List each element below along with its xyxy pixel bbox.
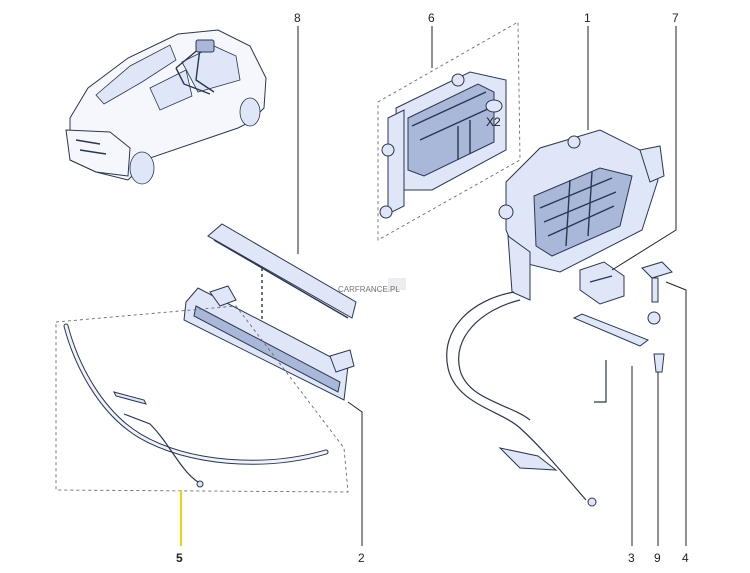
leader-lines xyxy=(180,26,687,546)
watermark-text: CARFRANCE.PL xyxy=(338,285,400,294)
part-5-dashed-frame xyxy=(55,305,349,493)
leader-line-4 xyxy=(665,281,687,546)
callout-part-2[interactable]: 2 xyxy=(358,551,365,565)
part-6-bracket-group: X2 xyxy=(377,21,521,241)
part-5-cable-kit xyxy=(55,305,349,493)
part-1-control-unit xyxy=(498,129,665,301)
part-3-cable xyxy=(446,291,607,507)
qty-note-x2: X2 xyxy=(486,115,501,129)
callout-part-5[interactable]: 5 xyxy=(176,551,183,565)
callout-part-8[interactable]: 8 xyxy=(294,11,301,25)
callout-part-3[interactable]: 3 xyxy=(628,551,635,565)
part-4-sensor-pin xyxy=(641,261,673,303)
callout-part-9[interactable]: 9 xyxy=(654,551,661,565)
part-9-bolt-and-lever xyxy=(572,311,665,373)
part-2-tray xyxy=(183,285,355,401)
callout-part-1[interactable]: 1 xyxy=(584,11,591,25)
callout-part-4[interactable]: 4 xyxy=(682,551,689,565)
leader-line-7 xyxy=(611,26,677,271)
vehicle-illustration xyxy=(65,29,267,185)
leader-line-2 xyxy=(347,401,363,546)
part-number-callouts: 8 6 1 7 5 2 3 9 4 xyxy=(176,11,689,565)
watermark-logo: CARFRANCE.PL xyxy=(338,278,406,294)
callout-part-7[interactable]: 7 xyxy=(672,11,679,25)
callout-part-6[interactable]: 6 xyxy=(428,11,435,25)
part-7-connector xyxy=(579,261,625,305)
